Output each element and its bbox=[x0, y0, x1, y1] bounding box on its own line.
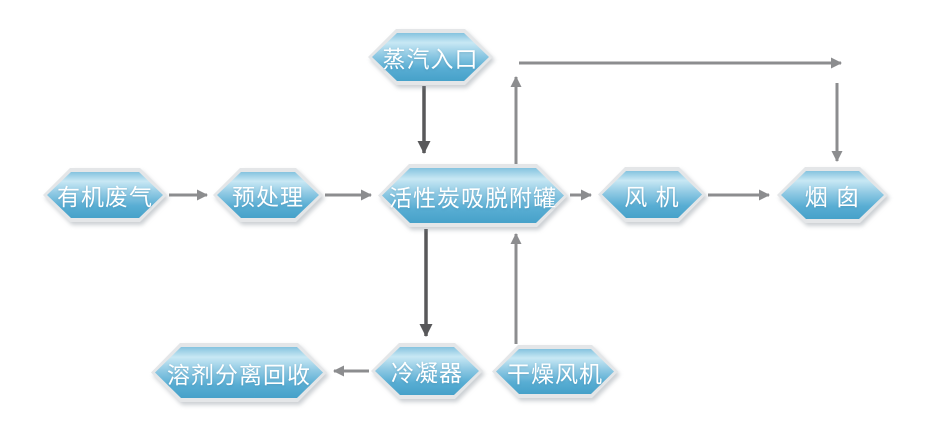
hexagon-fill bbox=[372, 33, 489, 81]
node-label-solvent-recovery: 溶剂分离回收 bbox=[167, 361, 311, 388]
node-label-drying-fan: 干燥风机 bbox=[507, 360, 603, 387]
node-drying-fan: 干燥风机 bbox=[492, 345, 618, 398]
hexagon-fill bbox=[382, 168, 564, 223]
node-label-chimney: 烟 囱 bbox=[804, 184, 861, 210]
node-label-adsorption-tank: 活性炭吸脱附罐 bbox=[389, 184, 557, 211]
node-label-pretreatment: 预处理 bbox=[232, 184, 304, 210]
hexagon-fill bbox=[217, 172, 319, 218]
hexagon-fill bbox=[375, 347, 479, 395]
node-chimney: 烟 囱 bbox=[777, 167, 888, 223]
node-fan: 风 机 bbox=[598, 167, 706, 222]
node-label-organic-gas: 有机废气 bbox=[57, 184, 153, 210]
hexagon-fill bbox=[781, 171, 884, 219]
node-label-fan: 风 机 bbox=[624, 183, 680, 210]
node-label-condenser: 冷凝器 bbox=[391, 360, 463, 386]
hexagon-fill bbox=[155, 347, 323, 398]
hexagon-fill bbox=[602, 171, 702, 218]
node-solvent-recovery: 溶剂分离回收 bbox=[151, 343, 327, 402]
node-adsorption-tank: 活性炭吸脱附罐 bbox=[378, 164, 568, 227]
node-label-steam-inlet: 蒸汽入口 bbox=[382, 46, 479, 72]
node-pretreatment: 预处理 bbox=[213, 168, 323, 222]
node-steam-inlet: 蒸汽入口 bbox=[368, 29, 493, 85]
node-organic-gas: 有机废气 bbox=[43, 168, 167, 222]
hexagon-fill bbox=[47, 172, 163, 218]
node-condenser: 冷凝器 bbox=[371, 343, 483, 399]
hexagon-fill bbox=[496, 349, 614, 394]
